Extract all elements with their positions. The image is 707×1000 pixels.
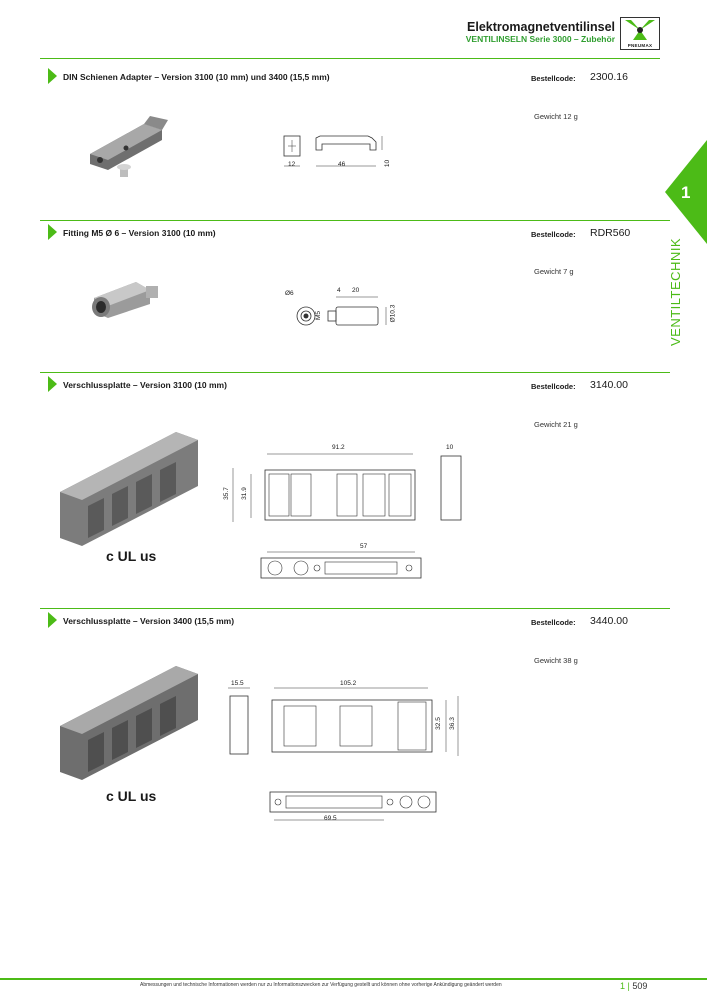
dim-label: 31.9	[240, 487, 248, 500]
weight-text: Gewicht 21 g	[534, 420, 578, 429]
logo-icon	[625, 20, 655, 40]
dim-label: Ø6	[285, 290, 294, 297]
order-code: 3140.00	[590, 379, 628, 391]
section-arrow-icon	[48, 224, 57, 240]
closing-plate-photo	[60, 666, 198, 780]
footer-disclaimer: Abmessungen und technische Informationen…	[140, 982, 502, 988]
dim-label: 12	[288, 161, 296, 168]
dim-label: 15.5	[231, 680, 244, 687]
page-subtitle: VENTILINSELN Serie 3000 – Zubehör	[465, 34, 615, 44]
order-label: Bestellcode:	[531, 618, 576, 627]
dim-label: 46	[338, 161, 346, 168]
page-number-text: 509	[632, 981, 648, 991]
dim-label: 36.3	[448, 717, 456, 730]
dim-label: 69.5	[324, 815, 337, 822]
fitting-photo	[92, 282, 158, 318]
closing-plate-photo	[60, 432, 198, 546]
header-divider	[40, 58, 660, 59]
dim-label: 4	[337, 287, 341, 294]
chapter-number: 1	[681, 183, 691, 202]
weight-text: Gewicht 12 g	[534, 112, 578, 121]
brand-logo: PNEUMAX	[620, 17, 660, 50]
section-arrow-icon	[48, 376, 57, 392]
dim-label: 10	[446, 444, 454, 451]
order-code: 3440.00	[590, 615, 628, 627]
weight-text: Gewicht 38 g	[534, 656, 578, 665]
dim-label: 57	[360, 543, 368, 550]
order-code: 2300.16	[590, 71, 628, 83]
closing-plate-drawing	[232, 453, 462, 579]
footer-divider	[0, 978, 707, 980]
dim-label: M5	[315, 310, 323, 321]
chapter-label: VENTILTECHNIK	[668, 237, 683, 346]
order-label: Bestellcode:	[531, 230, 576, 239]
din-adapter-photo	[90, 116, 168, 177]
closing-plate-drawing	[228, 687, 459, 821]
ul-cert-mark: c UL us	[106, 788, 157, 804]
din-adapter-drawing	[283, 135, 383, 167]
order-label: Bestellcode:	[531, 382, 576, 391]
dim-label: 35.7	[222, 487, 230, 500]
dim-label: 105.2	[340, 680, 357, 687]
fitting-drawing	[296, 296, 387, 326]
section-title: Fitting M5 Ø 6 – Version 3100 (10 mm)	[63, 228, 216, 238]
dim-label: 10	[384, 159, 392, 168]
section-title: DIN Schienen Adapter – Version 3100 (10 …	[63, 72, 330, 82]
ul-cert-mark: c UL us	[106, 548, 157, 564]
chapter-number: 1	[620, 981, 626, 991]
section-divider	[40, 608, 670, 609]
section-title: Verschlussplatte – Version 3400 (15,5 mm…	[63, 616, 235, 626]
dim-label: 32.5	[434, 717, 442, 730]
section-divider	[40, 220, 670, 221]
logo-text: PNEUMAX	[627, 43, 653, 48]
page-separator-icon: |	[627, 981, 630, 991]
dim-label: 91.2	[332, 444, 345, 451]
chapter-tab	[665, 140, 707, 244]
order-label: Bestellcode:	[531, 74, 576, 83]
page-title: Elektromagnetventilinsel	[467, 20, 615, 34]
section-arrow-icon	[48, 68, 57, 84]
page-number: 1 | 509	[620, 981, 647, 991]
section-arrow-icon	[48, 612, 57, 628]
section-divider	[40, 372, 670, 373]
weight-text: Gewicht 7 g	[534, 267, 574, 276]
dim-label: Ø10.3	[389, 304, 397, 323]
section-title: Verschlussplatte – Version 3100 (10 mm)	[63, 380, 227, 390]
order-code: RDR560	[590, 227, 631, 239]
dim-label: 20	[352, 287, 360, 294]
